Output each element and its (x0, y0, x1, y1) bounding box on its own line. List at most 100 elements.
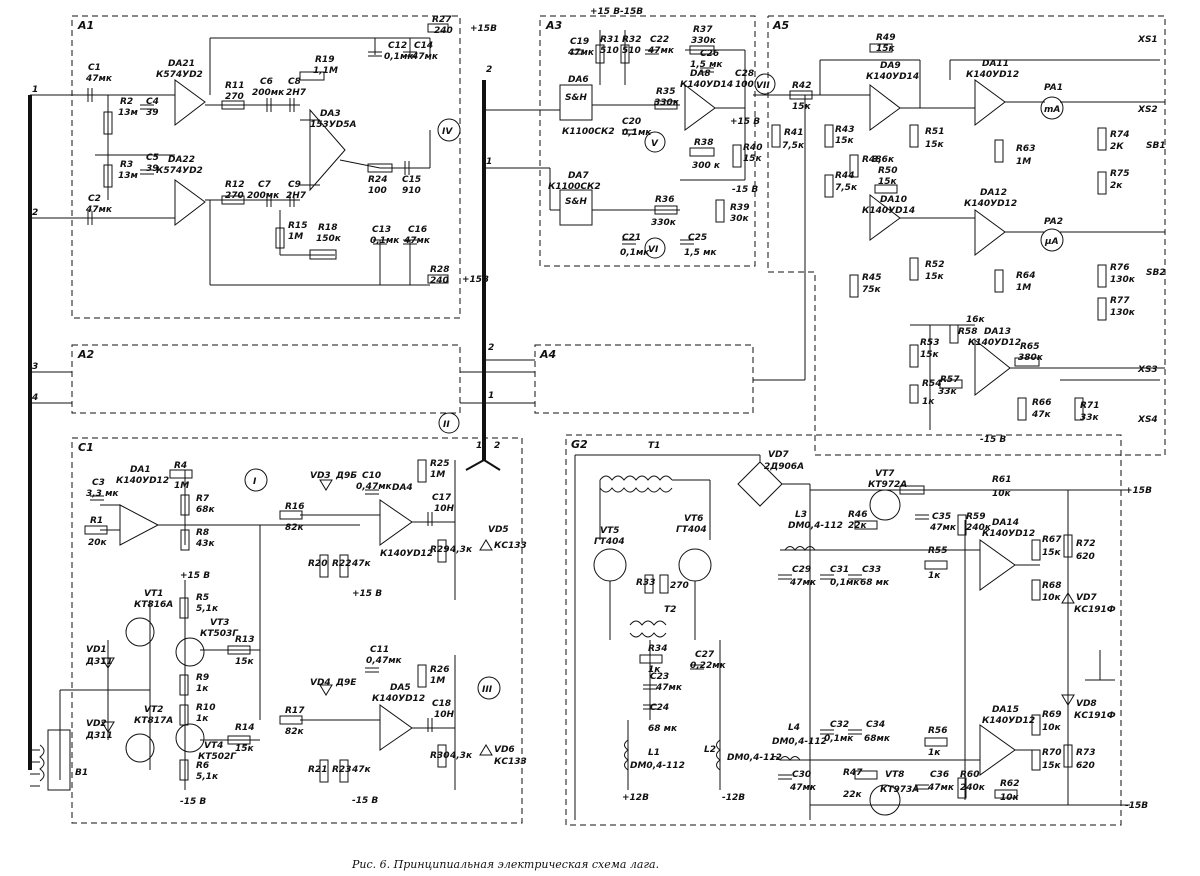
a3-r35v: 330к (654, 98, 680, 108)
g2-r59v: 240к (966, 523, 992, 533)
c1-r14v: 15к (235, 744, 255, 754)
a5-r74: R74 (1110, 130, 1129, 140)
g2-vt8: VT8 (885, 770, 904, 780)
block-a2-label: A2 (77, 348, 95, 361)
g2-l3t: DM0,4-112 (788, 521, 843, 531)
g2-vt6: VT6 (684, 514, 703, 524)
c1-r22: R22 (332, 559, 351, 569)
c1-c11: C11 (370, 645, 389, 655)
block-a3-label: A3 (545, 19, 563, 32)
a5-da10: DA10 (880, 195, 907, 205)
vd6-diode (479, 744, 493, 756)
g2-r46: R46 (848, 510, 867, 520)
a1-c4v: 39 (146, 108, 159, 118)
a5-r44: R44 (835, 171, 854, 181)
g2-c35: C35 (932, 512, 951, 522)
g2-l2t: DM0,4-112 (727, 753, 782, 763)
da22-opamp (174, 179, 206, 227)
c1-vt3t: КТ503Г (200, 629, 239, 639)
vd7-bridge (737, 461, 783, 507)
a1-da3: DA3 (320, 109, 341, 119)
g2-r72: R72 (1076, 539, 1095, 549)
a1-c12: C12 (388, 41, 407, 51)
g2-vt8t: КТ973А (880, 785, 919, 795)
a5-r41: R41 (784, 128, 803, 138)
bus-num-1c: 1 (488, 391, 494, 401)
a1-c6: C6 (260, 77, 273, 87)
c1-r20: R20 (308, 559, 327, 569)
c1-r4: R4 (174, 461, 187, 471)
a1-r19v: 1,1М (313, 66, 338, 76)
block-a3-frame (539, 15, 756, 267)
c1-da5t: К140УD12 (372, 694, 425, 704)
a5-r77v: 130к (1110, 308, 1136, 318)
a1-c6v: 200мк (252, 88, 285, 98)
g2-c33v: 68 мк (860, 578, 890, 588)
a3-da7t: К1100СК2 (548, 182, 601, 192)
a1-c16v: 47мк (403, 236, 431, 246)
a5-r65v: 380к (1018, 353, 1044, 363)
power-a3-p15: +15 В (590, 7, 620, 17)
vd4-diode (319, 684, 333, 696)
a3-r31: R31 (600, 35, 619, 45)
g2-vt6t: ГТ404 (676, 525, 707, 535)
g2-l1: L1 (648, 748, 660, 758)
block-c1-label: C1 (78, 441, 94, 454)
c1-r5v: 5,1к (196, 604, 219, 614)
g2-l4t: DM0,4-112 (772, 737, 827, 747)
c1-c10: C10 (362, 471, 381, 481)
a1-c8: C8 (288, 77, 301, 87)
a3-r36: R36 (655, 195, 674, 205)
testpoint-VII (754, 73, 776, 95)
c1-r7v: 68к (196, 505, 216, 515)
g2-r73: R73 (1076, 748, 1095, 758)
a1-da22t: К574УD2 (156, 166, 203, 176)
a1-c2: C2 (88, 194, 101, 204)
t1-transformer (599, 475, 673, 481)
c1-r30: R30 (430, 751, 449, 761)
a1-c14: C14 (414, 41, 433, 51)
g2-r55v: 1к (928, 571, 941, 581)
da8-opamp (684, 83, 716, 131)
a5-r54: R54 (922, 379, 941, 389)
c1-c10v: 0,47мк (356, 482, 393, 492)
g2-c34: C34 (866, 720, 885, 730)
g2-r34: R34 (648, 644, 667, 654)
da1-opamp (119, 504, 160, 546)
a3-c21v: 0,1мк (620, 248, 650, 258)
testpoint-I-label: I (253, 477, 257, 487)
testpoint-V-label: V (651, 139, 659, 149)
g2-r61v: 10к (992, 489, 1012, 499)
c1-r7: R7 (196, 494, 210, 504)
power-c1-r20: +15 В (352, 589, 382, 599)
c1-r26v: 1М (430, 676, 445, 686)
da5-opamp (379, 704, 413, 751)
g2-vd8: VD8 (1076, 699, 1097, 709)
c1-vt1t: КТ816А (134, 600, 173, 610)
figure-caption: Рис. 6. Принципиальная электрическая схе… (352, 858, 660, 871)
c1-vd2: VD2 (86, 719, 107, 729)
power-a3-p15-r40: +15 В (730, 117, 760, 127)
a1-c14v: 47мк (411, 52, 439, 62)
g2-vt5: VT5 (600, 526, 619, 536)
a5-pa2: PA2 (1044, 217, 1063, 227)
a5-r71v: 33к (1080, 413, 1100, 423)
a3-c22v: 47мк (647, 46, 675, 56)
a5-r44v: 7,5к (835, 183, 858, 193)
a5-pa1u: mA (1044, 105, 1060, 115)
g2-c32v: 0,1мк (824, 734, 854, 744)
power-c1-r21: -15 В (352, 796, 378, 806)
a3-c20: C20 (622, 117, 641, 127)
a5-da13: DA13 (984, 327, 1011, 337)
a1-r19: R19 (315, 55, 334, 65)
g2-c32: C32 (830, 720, 849, 730)
c1-c18v: 10Н (434, 710, 455, 720)
a3-sh: S&H (565, 93, 587, 103)
connector-xs1: XS1 (1137, 35, 1158, 45)
a3-c28v: 100 (735, 80, 754, 90)
connector-xs4: XS4 (1137, 415, 1158, 425)
t2-transformer (629, 620, 667, 626)
c1-vd6t: КС133 (494, 757, 527, 767)
c1-r29v: 4,3к (449, 545, 473, 555)
g2-vd7a: VD7 (768, 450, 789, 460)
